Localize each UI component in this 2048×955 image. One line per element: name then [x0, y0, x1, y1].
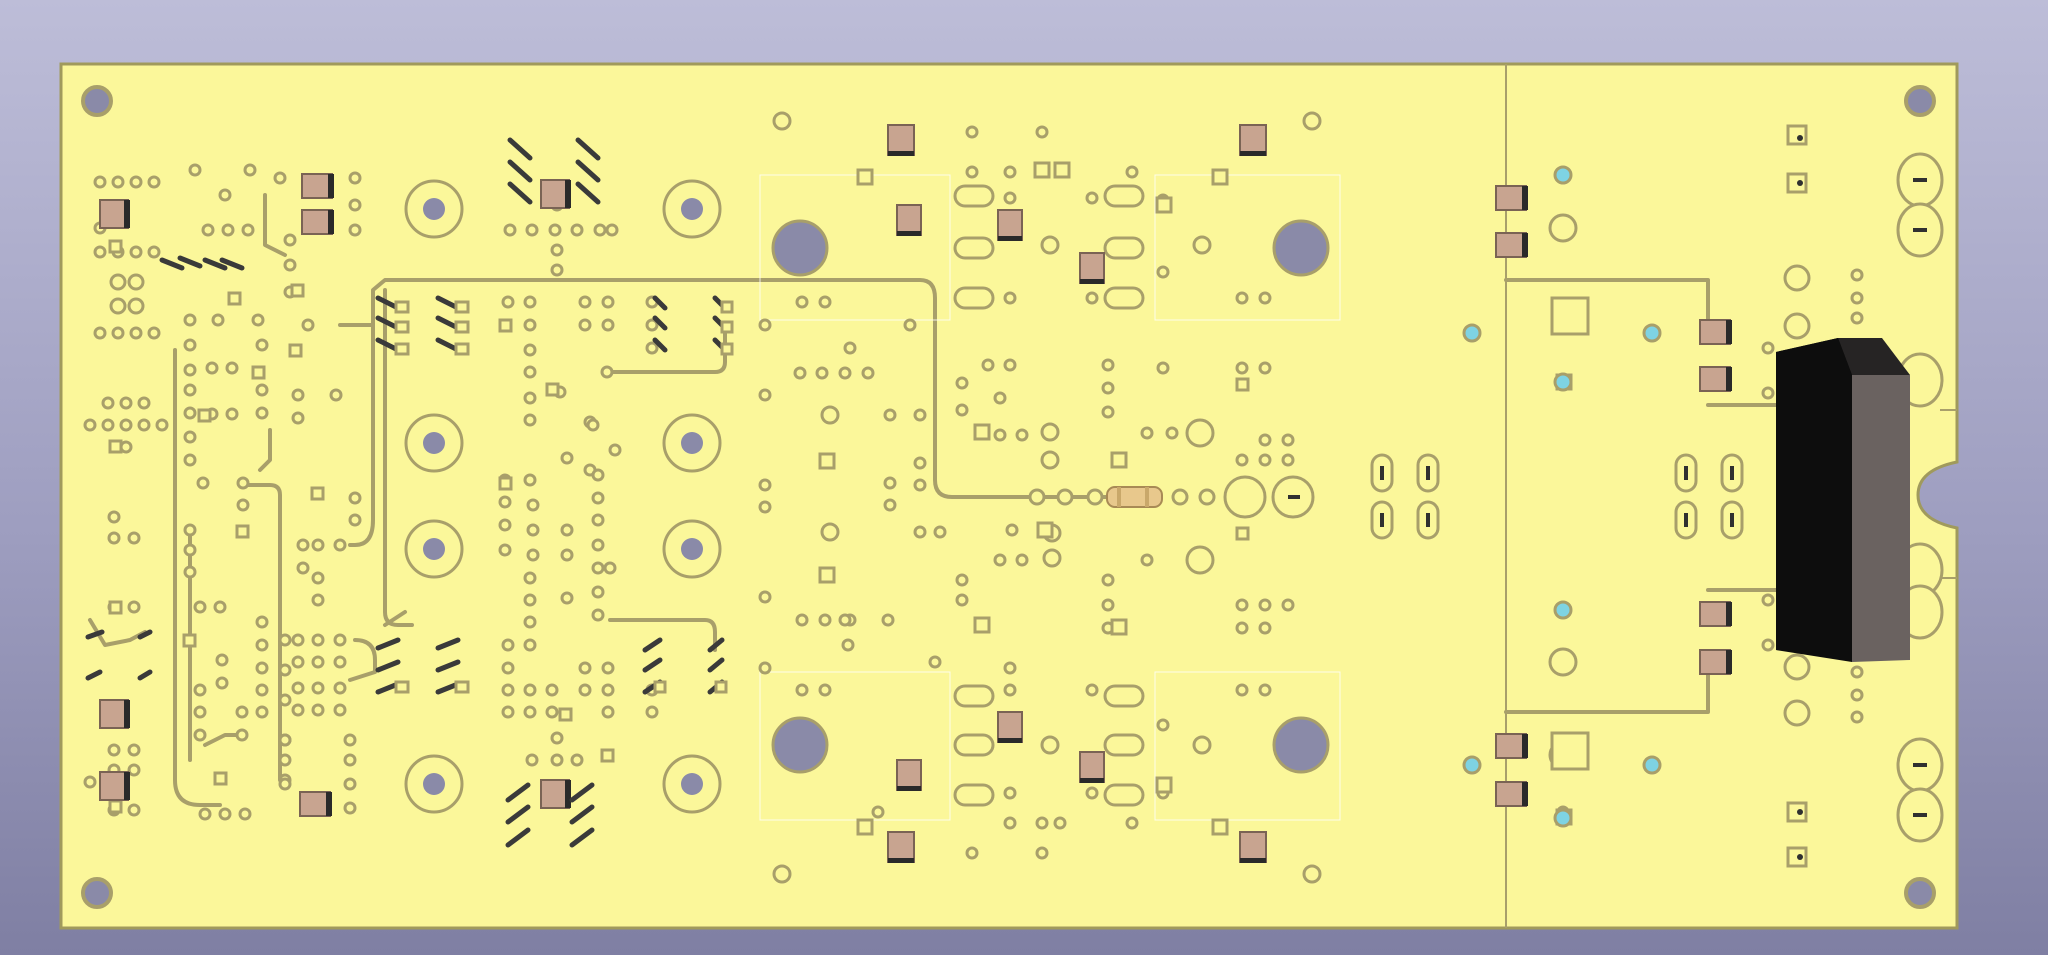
vias	[1462, 165, 1662, 828]
capacitor	[99, 771, 129, 801]
capacitor	[887, 831, 915, 863]
capacitor	[997, 711, 1023, 743]
capacitor	[1239, 124, 1267, 156]
capacitor	[1495, 733, 1527, 759]
capacitor	[99, 699, 129, 729]
power-module	[1776, 338, 1910, 662]
capacitor	[997, 209, 1023, 241]
pad-drill-slots	[1288, 135, 1927, 860]
capacitor	[1699, 319, 1731, 345]
capacitor	[1239, 831, 1267, 863]
capacitor	[299, 791, 331, 817]
mounting-hole	[1272, 219, 1330, 277]
capacitor	[1495, 781, 1527, 807]
mounting-hole	[81, 85, 113, 117]
mounting-hole	[1272, 716, 1330, 774]
mounting-hole	[81, 877, 113, 909]
capacitor	[301, 173, 333, 199]
smd-capacitors	[99, 124, 1732, 863]
capacitor	[1699, 601, 1731, 627]
capacitor	[1495, 232, 1527, 258]
axial-resistor	[1106, 486, 1163, 508]
mounting-hole	[771, 219, 829, 277]
mounting-hole	[1904, 85, 1936, 117]
capacitor	[301, 209, 333, 235]
square-pads	[108, 124, 1808, 868]
capacitor	[1079, 252, 1105, 284]
capacitor	[99, 199, 129, 229]
capacitor	[1699, 366, 1731, 392]
mounting-hole	[1904, 877, 1936, 909]
capacitor	[1079, 751, 1105, 783]
capacitor	[896, 759, 922, 791]
large-pads	[404, 179, 1330, 814]
mounting-hole	[771, 716, 829, 774]
capacitor	[1699, 649, 1731, 675]
capacitor	[1495, 185, 1527, 211]
mounting-holes	[81, 85, 1936, 909]
capacitor	[540, 779, 570, 809]
capacitor	[540, 179, 570, 209]
capacitor	[896, 204, 922, 236]
silkscreen	[759, 174, 1341, 821]
smd-pin-pads	[394, 300, 734, 694]
capacitor	[887, 124, 915, 156]
